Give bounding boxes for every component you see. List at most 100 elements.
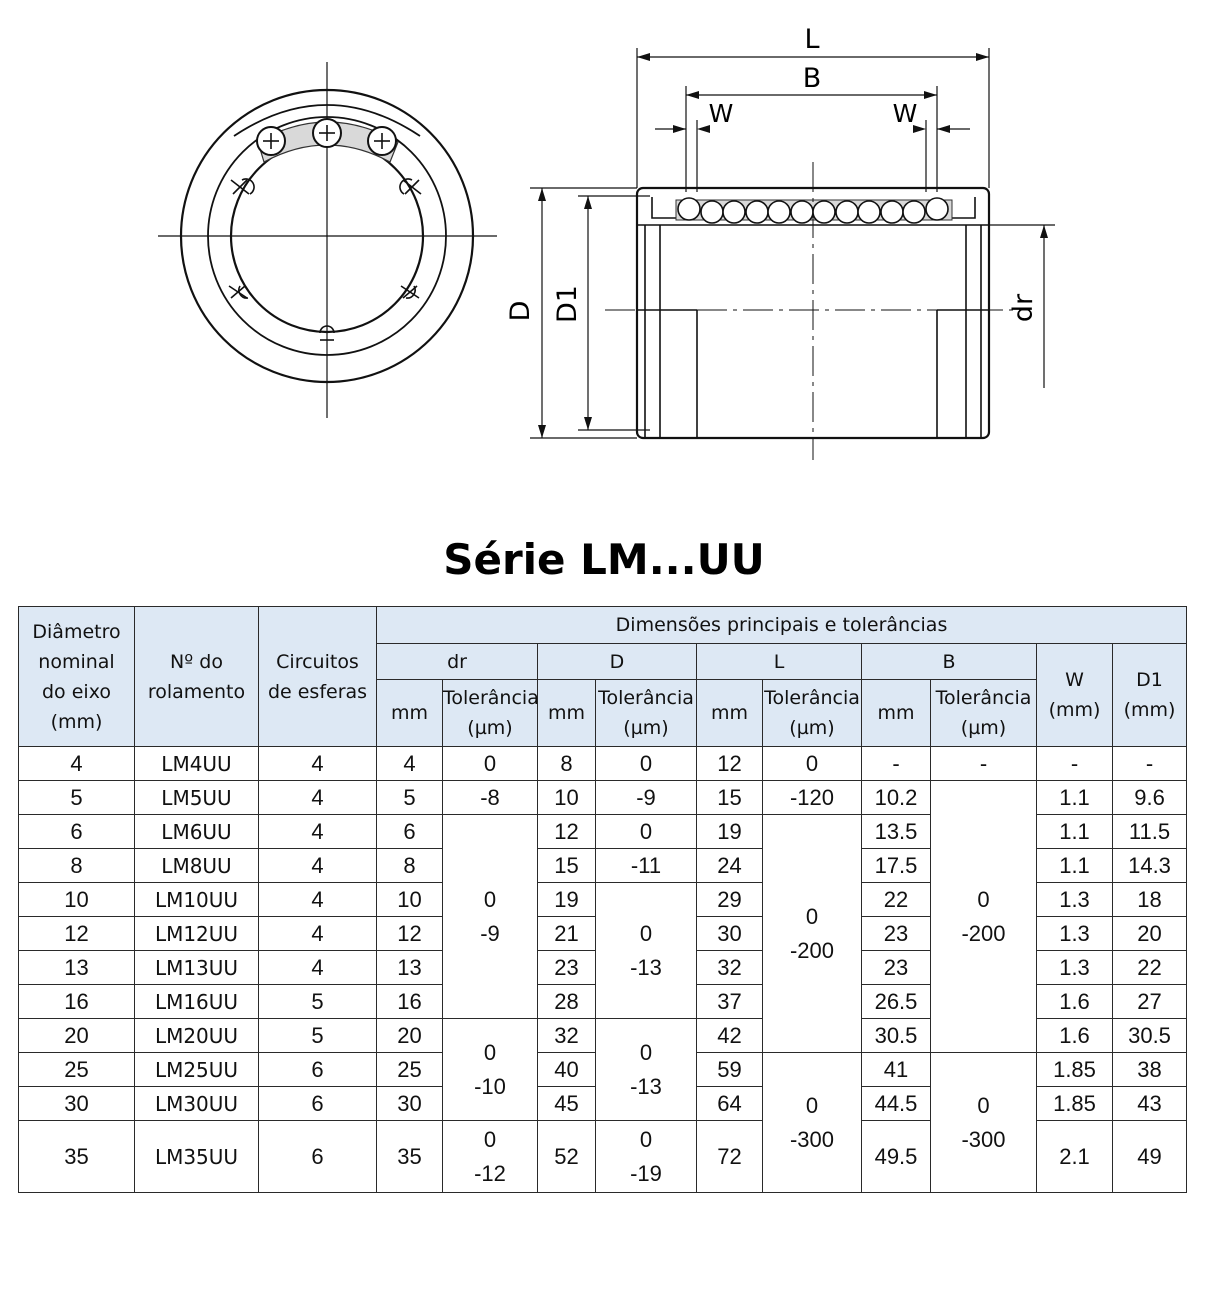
cell-shaft: 25	[18, 1052, 135, 1087]
cell-W: 1.3	[1036, 916, 1113, 951]
cell-W: 1.3	[1036, 950, 1113, 985]
cell-model: LM35UU	[134, 1120, 259, 1193]
header-L: L	[696, 643, 862, 680]
cell-B: 22	[861, 882, 931, 917]
cell-dr: 10	[376, 882, 443, 917]
cell-D: 12	[537, 814, 596, 849]
table-row: 30 LM30UU 6 30 45 64 44.5 1.85 43	[18, 1086, 1188, 1121]
cell-shaft: 16	[18, 984, 135, 1019]
outer-ring-inner-edge	[207, 116, 447, 356]
cell-model: LM5UU	[134, 780, 259, 815]
cell-D: 40	[537, 1052, 596, 1087]
table-row: 10 LM10UU 4 10 19 0-13 29 22 1.3 18	[18, 882, 1188, 1019]
cell-model: LM10UU	[134, 882, 259, 917]
table-row: 13 LM13UU 4 13 23 32 23 1.3 22	[18, 950, 1188, 985]
header-D1: D1 (mm)	[1111, 643, 1188, 747]
cell-D1: 27	[1111, 984, 1188, 1019]
header-dr-mm: mm	[376, 679, 443, 747]
cell-B: 44.5	[861, 1086, 931, 1121]
cell-dr: 25	[376, 1052, 443, 1087]
header-ball-circuits: Circuitos de esferas	[258, 606, 377, 747]
cell-dr: 20	[376, 1018, 443, 1053]
cell-circuits: 6	[258, 1120, 377, 1193]
cell-L-tolerance: 0-300	[762, 1052, 862, 1193]
cell-D: 32	[537, 1018, 596, 1053]
label-D1: D1	[552, 285, 583, 323]
cell-circuits: 4	[258, 814, 377, 849]
cell-dr-tolerance: 0-12	[442, 1120, 538, 1193]
cell-model: LM12UU	[134, 916, 259, 951]
cell-B: 23	[861, 916, 931, 951]
cell-L: 72	[696, 1120, 763, 1193]
cell-D1: 20	[1111, 916, 1188, 951]
cell-model: LM4UU	[134, 746, 259, 781]
cell-D: 19	[537, 882, 596, 917]
table-row: 35 LM35UU 6 35 0-12 52 0-19 72 49.5 2.1 …	[18, 1120, 1188, 1193]
cell-shaft: 8	[18, 848, 135, 883]
header-main-dimensions: Dimensões principais e tolerâncias	[375, 606, 1188, 644]
cell-D1: 30.5	[1111, 1018, 1188, 1053]
cell-D1: 9.6	[1111, 780, 1188, 815]
cell-W: 1.1	[1036, 780, 1113, 815]
header-dr: dr	[376, 643, 538, 680]
cell-L: 30	[696, 916, 763, 951]
header-D-mm: mm	[537, 679, 596, 747]
cell-B: 17.5	[861, 848, 931, 883]
cell-D: 52	[537, 1120, 596, 1193]
cell-B-tolerance: 0-300	[930, 1052, 1037, 1193]
label-L: L	[804, 24, 819, 55]
table-body: 4 LM4UU 4 4 0 8 0 12 0 - - - - 5 LM5UU 4…	[18, 746, 1188, 1193]
cell-B: 23	[861, 950, 931, 985]
cell-W: 1.6	[1036, 984, 1113, 1019]
header-bearing-no: Nº do rolamento	[134, 606, 259, 747]
header-row-3: mm Tolerância(µm) mm Tolerância(µm) mm T…	[19, 679, 1187, 747]
cell-B-tolerance: -	[930, 746, 1037, 781]
cell-D1: 14.3	[1111, 848, 1188, 883]
cell-circuits: 4	[258, 916, 377, 951]
cell-L-tolerance: 0	[762, 746, 862, 781]
cell-circuits: 4	[258, 780, 377, 815]
cell-L: 12	[696, 746, 763, 781]
cell-B: -	[861, 746, 931, 781]
cell-model: LM6UU	[134, 814, 259, 849]
cell-B: 41	[861, 1052, 931, 1087]
label-W-left: W	[709, 99, 734, 128]
cell-D-tolerance: -9	[595, 780, 697, 815]
spec-table: Diâmetro nominal do eixo (mm) Nº do rola…	[18, 606, 1188, 1193]
header-D: D	[537, 643, 697, 680]
dimension-labels: L B W W D D1 dr	[505, 24, 1039, 323]
label-W-right: W	[893, 99, 918, 128]
cell-D: 15	[537, 848, 596, 883]
cell-model: LM13UU	[134, 950, 259, 985]
cell-L: 29	[696, 882, 763, 917]
cell-D-tolerance: 0-13	[595, 882, 697, 1019]
cell-D1: -	[1111, 746, 1188, 781]
cell-model: LM8UU	[134, 848, 259, 883]
cell-D: 8	[537, 746, 596, 781]
cell-circuits: 4	[258, 882, 377, 917]
cell-dr-tolerance: 0	[442, 746, 538, 781]
header-row-1: Diâmetro nominal do eixo (mm) Nº do rola…	[18, 606, 1188, 747]
header-dr-tolerance: Tolerância(µm)	[442, 679, 539, 747]
cell-dr-tolerance: 0-9	[442, 814, 538, 1019]
label-dr: dr	[1008, 293, 1039, 322]
side-ball-recesses	[238, 178, 416, 334]
cell-dr: 35	[376, 1120, 443, 1193]
cell-L: 59	[696, 1052, 763, 1087]
cell-D: 10	[537, 780, 596, 815]
cell-D1: 38	[1111, 1052, 1188, 1087]
cell-D1: 11.5	[1111, 814, 1188, 849]
cell-L: 24	[696, 848, 763, 883]
cell-W: 1.1	[1036, 848, 1113, 883]
cell-D1: 18	[1111, 882, 1188, 917]
cell-W: -	[1036, 746, 1113, 781]
cell-L-tolerance: 0-200	[762, 814, 862, 1053]
header-shaft-diameter: Diâmetro nominal do eixo (mm)	[18, 606, 135, 747]
header-W: W (mm)	[1036, 643, 1113, 747]
header-B-mm: mm	[861, 679, 931, 747]
cell-dr: 12	[376, 916, 443, 951]
header-D-tolerance: Tolerância(µm)	[595, 679, 697, 747]
table-row: 12 LM12UU 4 12 21 30 23 1.3 20	[18, 916, 1188, 951]
cell-dr: 4	[376, 746, 443, 781]
header-L-tolerance: Tolerância(µm)	[762, 679, 862, 747]
